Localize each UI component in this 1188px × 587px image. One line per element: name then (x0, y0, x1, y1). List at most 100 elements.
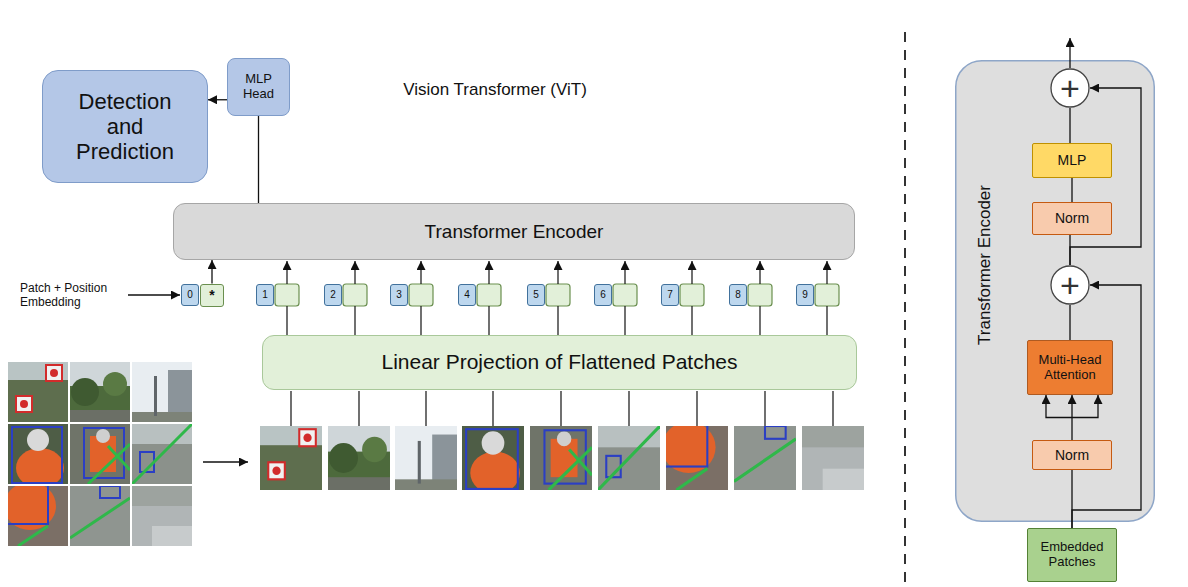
node-label: 6 (600, 289, 606, 301)
block-shape (956, 61, 1155, 522)
node-label: Transformer Encoder (425, 221, 604, 243)
node-label: 4 (464, 289, 470, 301)
projection-line (826, 306, 827, 335)
node-label: 2 (330, 289, 336, 301)
node-label: 5 (533, 289, 539, 301)
node-label: 7 (667, 289, 673, 301)
image-patch (8, 362, 68, 422)
encoder-block: Transformer Encoder+MLPNorm+Multi-Head A… (955, 60, 1155, 522)
norm-box: Norm (1032, 440, 1112, 470)
position-token: 1 (256, 284, 274, 306)
mlp-box: MLP (1032, 143, 1112, 178)
sum-circle: + (1050, 265, 1090, 305)
projection-line (691, 306, 692, 335)
token-arrow (826, 261, 827, 284)
input-line (764, 391, 765, 426)
image-grid (4, 362, 192, 546)
image-patch (530, 426, 592, 490)
image-patch (328, 426, 390, 490)
image-patch (132, 362, 192, 422)
image-patch (662, 422, 728, 490)
connector-line (1069, 305, 1070, 340)
node-label: * (209, 287, 214, 303)
embedding-token (409, 284, 433, 306)
token-arrow (759, 261, 760, 284)
node-label: + (1060, 71, 1080, 105)
node-label: 0 (187, 289, 193, 301)
flatten-arrow (203, 461, 248, 463)
node-label: 3 (396, 289, 402, 301)
class-token: * (200, 284, 224, 307)
position-token: 5 (527, 284, 545, 306)
position-token: 0 (181, 284, 199, 306)
embedding-token (748, 284, 772, 306)
encoder-box: Transformer Encoder (173, 203, 855, 260)
token-arrow (488, 261, 489, 284)
image-patch (802, 426, 864, 490)
diagram-title: Vision Transformer (ViT) (380, 80, 610, 100)
projection-line (557, 306, 558, 335)
input-line (832, 391, 833, 426)
position-token: 6 (594, 284, 612, 306)
projection-box: Linear Projection of Flattened Patches (262, 335, 857, 390)
image-patch (132, 424, 192, 484)
input-line (628, 391, 629, 426)
input-line (290, 391, 291, 426)
image-patch (132, 486, 192, 546)
embedding-token (477, 284, 501, 306)
node-label: 8 (735, 289, 741, 301)
connector-line (211, 260, 212, 284)
input-line (560, 391, 561, 426)
projection-line (759, 306, 760, 335)
patch-input-lines (291, 391, 833, 426)
position-token: 4 (458, 284, 476, 306)
image-patch (70, 362, 130, 422)
node-label: MLP Head (232, 72, 285, 102)
node-label: + (1060, 268, 1080, 302)
node-label: Linear Projection of Flattened Patches (381, 350, 737, 374)
embedding-token (275, 284, 299, 306)
embedding-token (546, 284, 570, 306)
node-label: Multi-Head Attention (1032, 353, 1108, 383)
token-arrow (420, 261, 421, 284)
input-line (358, 391, 359, 426)
norm-box: Norm (1032, 202, 1112, 235)
token-arrow (624, 261, 625, 284)
token-arrow (691, 261, 692, 284)
position-token: 3 (390, 284, 408, 306)
connector-line (1069, 108, 1070, 143)
image-patch (70, 424, 130, 484)
connector (1070, 305, 1071, 340)
input-box: Embedded Patches (1027, 528, 1117, 582)
connector (212, 260, 213, 284)
sum-outline (1051, 69, 1089, 107)
callout-label: Patch + Position Embedding (20, 281, 126, 309)
sum-circle: + (1050, 68, 1090, 108)
projection-line (286, 306, 287, 335)
embedding-token (343, 284, 367, 306)
projection-line (354, 306, 355, 335)
node-label: 1 (262, 289, 268, 301)
connector (208, 99, 227, 100)
output-arrow (1069, 38, 1070, 68)
output-box: Detection and Prediction (42, 70, 208, 183)
image-patch (4, 482, 68, 546)
connector-line (208, 99, 227, 100)
node-label: MLP (1058, 152, 1087, 168)
image-patch (462, 426, 524, 494)
embedding-token (613, 284, 637, 306)
embedding-token (815, 284, 839, 306)
embedding-token (680, 284, 704, 306)
image-patch (734, 426, 796, 490)
image-patch (598, 426, 660, 490)
token-arrow (557, 261, 558, 284)
connector-line (1071, 178, 1072, 202)
input-line (425, 391, 426, 426)
image-patch (70, 486, 130, 546)
position-token: 8 (729, 284, 747, 306)
projection-lines (287, 306, 827, 335)
panel-divider (904, 32, 906, 587)
node-label: Norm (1055, 210, 1089, 226)
mlp-head-box: MLP Head (227, 58, 290, 116)
